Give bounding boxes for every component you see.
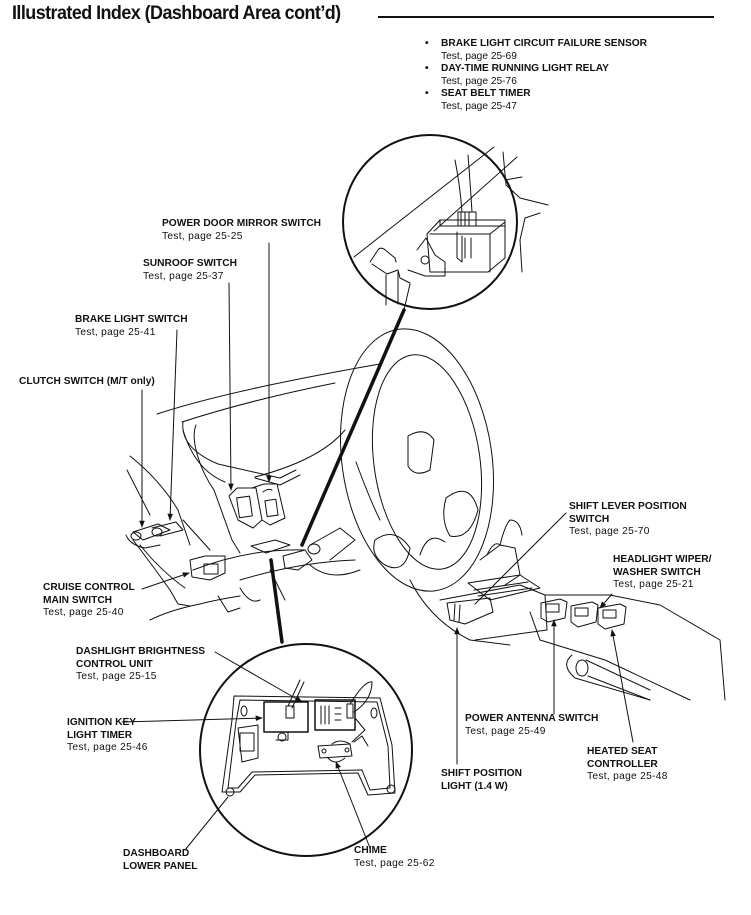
leader-shift-lever-position (474, 512, 567, 605)
label-test-page: Test, page 25-41 (75, 326, 156, 338)
label-chime: CHIME Test, page 25-62 (354, 845, 435, 870)
label-test-page: Test, page 25-15 (76, 671, 157, 683)
label-name-line2: CONTROL UNIT (76, 658, 153, 670)
seat-belt-timer-box (426, 219, 506, 273)
cruise-control-switch-body (189, 555, 226, 581)
title-rule (378, 16, 714, 18)
bullet-icon: • (425, 38, 429, 49)
detail-circle-outline (342, 134, 518, 310)
label-test-page: Test, page 25-37 (143, 270, 224, 282)
label-name-line2: LIGHT (1.4 W) (441, 780, 508, 792)
chime (317, 743, 353, 759)
item-name: SEAT BELT TIMER (441, 88, 531, 100)
dashboard-lower-panel (221, 695, 396, 796)
detail-circle-outline (199, 643, 413, 857)
bullet-icon: • (425, 63, 429, 75)
shift-lever-position-switch (446, 597, 494, 625)
label-name-line1: HEATED SEAT (587, 746, 658, 757)
leader-dashboard-lower-panel (184, 796, 229, 851)
list-item: • BRAKE LIGHT CIRCUIT FAILURE SENSOR Tes… (425, 38, 647, 63)
leader-headlight-wiper (599, 593, 613, 609)
steering-wheel (339, 328, 495, 592)
bolt-icon (420, 255, 430, 265)
label-name-line2: LOWER PANEL (123, 860, 198, 872)
label-name: BRAKE LIGHT SWITCH (75, 314, 188, 325)
label-name-line1: IGNITION KEY (67, 717, 137, 728)
item-name: DAY-TIME RUNNING LIGHT RELAY (441, 63, 609, 75)
heated-seat-switch-body (597, 603, 627, 630)
item-name: BRAKE LIGHT CIRCUIT FAILURE SENSOR (441, 38, 648, 49)
label-test-page: Test, page 25-40 (43, 607, 124, 619)
label-name-line1: DASHBOARD (123, 848, 190, 859)
label-test-page: Test, page 25-46 (67, 742, 148, 754)
leader-heated-seat (610, 629, 634, 743)
item-test-page: Test, page 25-76 (441, 75, 517, 87)
label-sunroof-switch: SUNROOF SWITCH Test, page 25-37 (143, 258, 237, 283)
label-shift-lever-position-switch: SHIFT LEVER POSITION SWITCH Test, page 2… (569, 501, 687, 539)
label-name-line1: HEADLIGHT WIPER/ (613, 554, 712, 565)
label-heated-seat-controller: HEATED SEAT CONTROLLER Test, page 25-48 (587, 746, 668, 784)
turn-signal-stalk (132, 523, 171, 541)
item-test-page: Test, page 25-47 (441, 100, 517, 112)
dashboard-drawing (125, 328, 726, 701)
item-test-page: Test, page 25-69 (441, 50, 517, 62)
label-name-line2: MAIN SWITCH (43, 594, 113, 606)
label-name: CHIME (354, 845, 387, 856)
label-cruise-control-main-switch: CRUISE CONTROL MAIN SWITCH Test, page 25… (43, 582, 135, 620)
label-name: POWER ANTENNA SWITCH (465, 713, 599, 724)
label-name: CLUTCH SWITCH (M/T only) (19, 376, 155, 387)
label-power-antenna-switch: POWER ANTENNA SWITCH Test, page 25-49 (465, 713, 598, 738)
label-name: SUNROOF SWITCH (143, 258, 237, 269)
power-antenna-switch-body (540, 598, 568, 623)
connector-line-top (300, 308, 406, 547)
leader-brake-light (167, 329, 178, 521)
label-name-line1: CRUISE CONTROL (43, 582, 135, 593)
label-test-page: Test, page 25-62 (354, 857, 435, 869)
bottom-detail-circle (199, 643, 413, 857)
connector-line-bottom (269, 558, 284, 644)
power-mirror-switch (228, 487, 263, 529)
label-test-page: Test, page 25-21 (613, 579, 694, 591)
dashlight-brightness-control-unit (314, 699, 356, 731)
inset-top-item-list: • BRAKE LIGHT CIRCUIT FAILURE SENSOR Tes… (425, 38, 647, 114)
label-dashlight-brightness-control-unit: DASHLIGHT BRIGHTNESS CONTROL UNIT Test, … (76, 646, 205, 684)
label-test-page: Test, page 25-49 (465, 725, 546, 737)
label-power-door-mirror-switch: POWER DOOR MIRROR SWITCH Test, page 25-2… (162, 218, 321, 243)
label-clutch-switch: CLUTCH SWITCH (M/T only) (19, 376, 155, 389)
label-headlight-wiper-washer-switch: HEADLIGHT WIPER/ WASHER SWITCH Test, pag… (613, 554, 711, 592)
label-name-line2: CONTROLLER (587, 758, 658, 770)
label-name: POWER DOOR MIRROR SWITCH (162, 218, 322, 229)
label-dashboard-lower-panel: DASHBOARD LOWER PANEL (123, 848, 198, 873)
label-ignition-key-light-timer: IGNITION KEY LIGHT TIMER Test, page 25-4… (67, 717, 148, 755)
label-name-line1: DASHLIGHT BRIGHTNESS (76, 646, 206, 657)
label-test-page: Test, page 25-70 (569, 526, 650, 538)
label-name-line2: WASHER SWITCH (613, 566, 701, 578)
label-name-line2: LIGHT TIMER (67, 729, 133, 741)
top-detail-circle (342, 134, 549, 311)
list-item: • SEAT BELT TIMER Test, page 25-47 (425, 88, 647, 113)
label-test-page: Test, page 25-48 (587, 771, 668, 783)
leader-dashlight (214, 651, 303, 703)
bullet-icon: • (425, 88, 429, 100)
label-test-page: Test, page 25-25 (162, 230, 243, 242)
label-shift-position-light: SHIFT POSITION LIGHT (1.4 W) (441, 768, 522, 793)
page-title: Illustrated Index (Dashboard Area cont’d… (12, 2, 341, 24)
label-name-line1: SHIFT LEVER POSITION (569, 501, 687, 512)
list-item: • DAY-TIME RUNNING LIGHT RELAY Test, pag… (425, 63, 647, 88)
dashlight-unit-knob (250, 539, 291, 554)
leader-sunroof (228, 282, 234, 491)
label-name-line2: SWITCH (569, 513, 610, 525)
label-brake-light-switch: BRAKE LIGHT SWITCH Test, page 25-41 (75, 314, 188, 339)
leader-ignition-key (121, 715, 263, 723)
leader-chime (335, 761, 371, 849)
label-name-line1: SHIFT POSITION (441, 768, 522, 779)
leader-cruise-control (141, 572, 190, 590)
sunroof-switch (264, 498, 279, 518)
